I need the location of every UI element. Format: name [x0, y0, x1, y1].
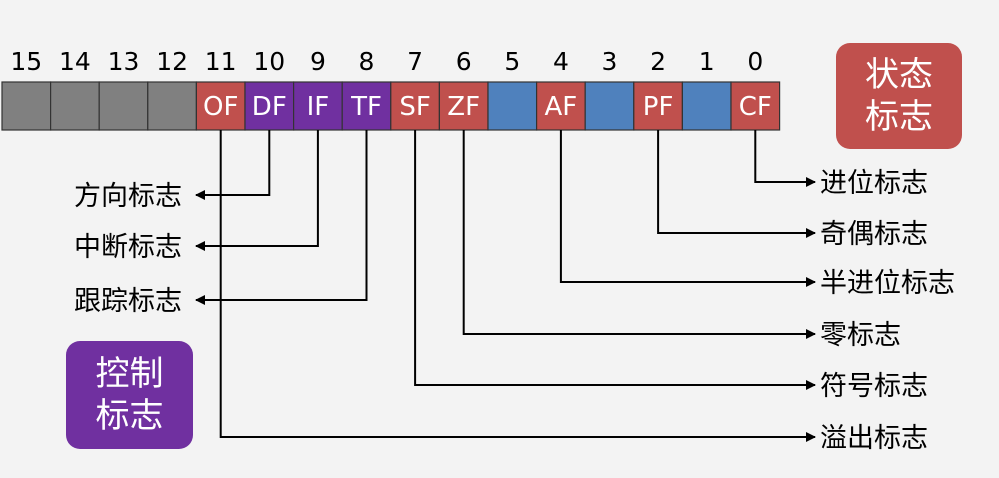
bit-number-6: 6 [456, 47, 472, 76]
flag-label-bit-8: 跟踪标志 [74, 286, 182, 317]
flag-label-bit-11: 溢出标志 [820, 423, 928, 454]
bit-number-15: 15 [10, 47, 42, 76]
bit-number-5: 5 [504, 47, 520, 76]
register-cell-bit-8: TF [341, 81, 392, 131]
register-cell-bit-10: DF [244, 81, 295, 131]
cell-background [147, 81, 198, 131]
bit-number-13: 13 [108, 47, 140, 76]
flag-abbrev-cf: CF [739, 92, 772, 122]
register-cell-bit-4: AF [535, 81, 586, 131]
register-cell-bit-6: ZF [438, 81, 489, 131]
connector-lines [195, 130, 816, 442]
register-cell-bit-0: CF [730, 81, 781, 131]
register-cell-bit-3 [584, 81, 635, 131]
flag-abbrev-sf: SF [399, 92, 430, 122]
cell-background [681, 81, 732, 131]
bit-number-10: 10 [253, 47, 285, 76]
control-flags-badge: 控制 标志 [66, 341, 193, 449]
connector-line-bit-8 [195, 130, 368, 305]
cell-background [584, 81, 635, 131]
status-badge-line2: 标志 [865, 97, 933, 137]
bit-number-1: 1 [699, 47, 715, 76]
flag-label-bit-2: 奇偶标志 [820, 219, 928, 250]
flag-abbrev-zf: ZF [447, 92, 480, 122]
flag-label-bit-9: 中断标志 [74, 232, 182, 263]
flag-label-bit-4: 半进位标志 [820, 268, 955, 299]
cell-background [49, 81, 100, 131]
connector-line-bit-0 [754, 130, 816, 187]
connector-line-bit-10 [195, 130, 271, 200]
cell-background [1, 81, 52, 131]
status-badge-line1: 状态 [865, 55, 933, 95]
cell-background [98, 81, 149, 131]
cell-background [487, 81, 538, 131]
register-cell-bit-14 [49, 81, 100, 131]
connector-line-bit-7 [414, 130, 816, 390]
connector-line-bit-6 [462, 130, 816, 339]
cell-background [730, 81, 781, 131]
register-cell-bit-13 [98, 81, 149, 131]
cell-background [633, 81, 683, 131]
flag-abbrev-of: OF [203, 92, 238, 122]
connector-line-bit-11 [219, 130, 816, 442]
cell-background [244, 81, 295, 131]
flag-abbrev-if: IF [307, 92, 330, 122]
control-badge-line2: 标志 [95, 396, 164, 436]
bit-number-3: 3 [602, 47, 618, 76]
bit-number-4: 4 [553, 47, 569, 76]
bit-number-12: 12 [156, 47, 188, 76]
register-cell-bit-1 [681, 81, 732, 131]
register-cell-bit-5 [487, 81, 538, 131]
bit-number-2: 2 [650, 47, 666, 76]
register-cell-bit-2: PF [633, 81, 683, 131]
bit-number-7: 7 [407, 47, 423, 76]
cell-background [438, 81, 489, 131]
flag-label-bit-7: 符号标志 [820, 371, 928, 402]
flag-label-bit-10: 方向标志 [74, 181, 182, 212]
connector-line-bit-9 [195, 130, 319, 251]
flag-abbrev-af: AF [545, 92, 578, 122]
flag-abbrev-pf: PF [643, 92, 674, 122]
bit-number-0: 0 [747, 47, 763, 76]
connector-line-bit-2 [657, 130, 816, 238]
register-cell-bit-15 [1, 81, 52, 131]
flag-label-bit-6: 零标志 [820, 320, 901, 351]
flag-abbrev-tf: TF [350, 92, 382, 122]
bit-number-11: 11 [205, 47, 237, 76]
connector-line-bit-4 [559, 130, 816, 287]
register-cells: OF DF IF TF SF ZF AF PF CF [1, 81, 781, 131]
bit-number-9: 9 [310, 47, 326, 76]
register-cell-bit-11: OF [195, 81, 246, 131]
status-flags-badge: 状态 标志 [836, 43, 962, 149]
register-cell-bit-12 [147, 81, 198, 131]
bit-number-14: 14 [59, 47, 91, 76]
register-cell-bit-7: SF [390, 81, 440, 131]
flag-abbrev-df: DF [252, 92, 287, 122]
flag-label-bit-0: 进位标志 [820, 168, 928, 199]
bit-number-8: 8 [359, 47, 375, 76]
control-badge-line1: 控制 [95, 354, 164, 394]
register-cell-bit-9: IF [293, 81, 343, 131]
